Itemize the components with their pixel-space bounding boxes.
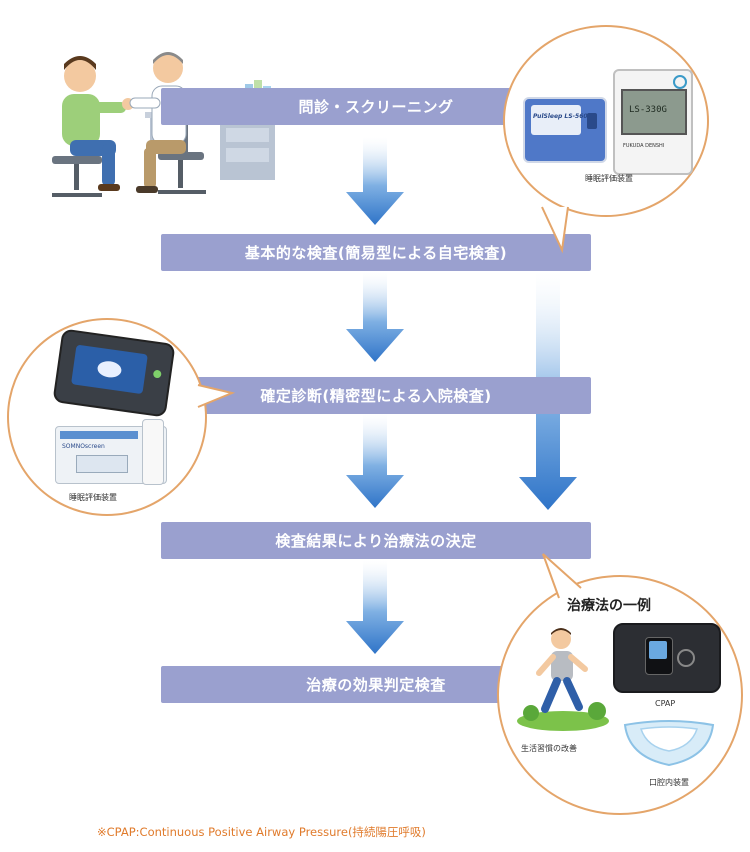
step-label: 治療の効果判定検査 [306, 676, 446, 694]
device-caption: 睡眠評価装置 [585, 174, 633, 183]
somnoscreen-device: SOMNOscreen [55, 419, 167, 485]
polysomnography-recorder [52, 328, 176, 418]
device-caption: 睡眠評価装置 [69, 493, 117, 502]
ls330g-device: LS-330G FUKUDA DENSHI [613, 69, 693, 175]
step-basic-test: 基本的な検査(簡易型による自宅検査) [161, 234, 591, 271]
bubble-hospital-tail [197, 384, 236, 408]
consultation-illustration [52, 52, 275, 197]
arrow-step4-to-step5 [346, 560, 404, 654]
step-definitive-diagnosis: 確定診断(精密型による入院検査) [161, 377, 591, 414]
walking-man-illustration [517, 628, 609, 731]
device-model-label: LS-330G [629, 105, 667, 115]
cpap-label: CPAP [655, 699, 676, 708]
cpap-footnote: ※CPAP:Continuous Positive Airway Pressur… [97, 825, 426, 839]
arrow-step3-to-step4 [346, 414, 404, 508]
cpap-machine [613, 623, 721, 693]
treatment-examples-bubble: 治療法の一例 生活習慣の改善 CPAP 口腔内装置 [497, 575, 743, 815]
bubble-treatment-tail [542, 553, 582, 599]
bubble-home-tail [541, 206, 569, 254]
device-brand-label: FUKUDA DENSHI [623, 143, 665, 149]
arrow-step1-to-step2 [346, 137, 404, 225]
lifestyle-label: 生活習慣の改善 [521, 744, 577, 753]
device-screen-label: SOMNOscreen [62, 443, 105, 450]
step-label: 基本的な検査(簡易型による自宅検査) [244, 244, 508, 262]
treatment-examples-title: 治療法の一例 [567, 598, 651, 614]
portable-monitor-device: PulSleep LS-560 [523, 97, 607, 163]
step-label: 確定診断(精密型による入院検査) [260, 387, 492, 405]
step-treatment-decision: 検査結果により治療法の決定 [161, 522, 591, 559]
oral-appliance-illustration [623, 720, 715, 767]
arrow-step2-to-step3 [346, 272, 404, 362]
home-test-devices-bubble: PulSleep LS-560 LS-330G FUKUDA DENSHI 睡眠… [503, 25, 709, 217]
oral-appliance-label: 口腔内装置 [649, 778, 689, 787]
step-label: 検査結果により治療法の決定 [275, 532, 477, 550]
device-brand-label: PulSleep LS-560 [533, 113, 588, 120]
step-label: 問診・スクリーニング [298, 98, 454, 116]
hospital-test-devices-bubble: SOMNOscreen 睡眠評価装置 [7, 318, 207, 516]
